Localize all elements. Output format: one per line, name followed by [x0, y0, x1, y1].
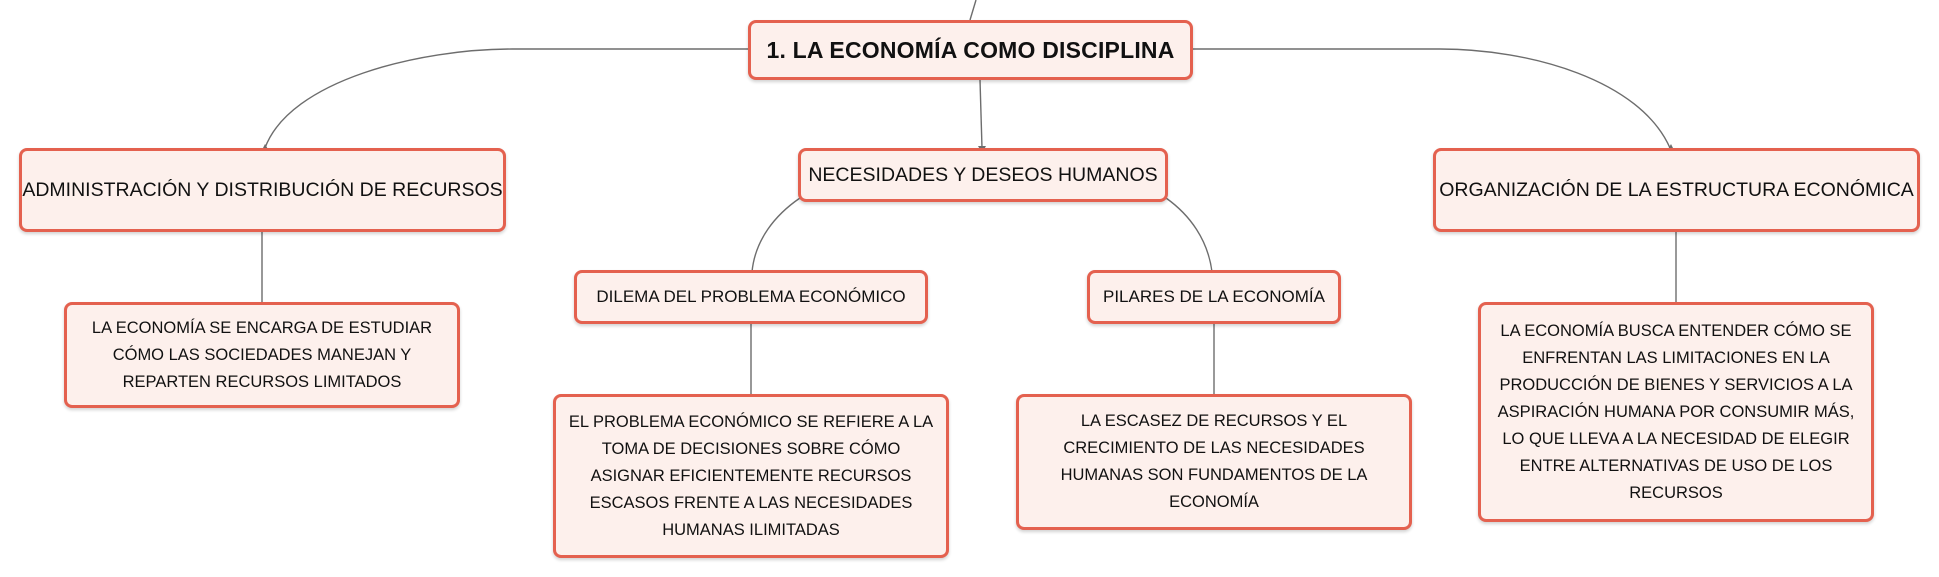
dilemma-label: DILEMA DEL PROBLEMA ECONÓMICO — [596, 287, 906, 306]
administration-label: ADMINISTRACIÓN Y DISTRIBUCIÓN DE RECURSO… — [22, 178, 503, 201]
connector-root-to-needs — [979, 79, 983, 149]
administration-detail-text: LA ECONOMÍA SE ENCARGA DE ESTUDIAR CÓMO … — [91, 318, 433, 391]
needs-node[interactable]: NECESIDADES Y DESEOS HUMANOS — [798, 148, 1168, 202]
root-label: 1. LA ECONOMÍA COMO DISCIPLINA — [766, 36, 1175, 63]
connector-root-to-administration — [264, 48, 748, 149]
dilemma-node[interactable]: DILEMA DEL PROBLEMA ECONÓMICO — [574, 270, 928, 324]
organization-node[interactable]: ORGANIZACIÓN DE LA ESTRUCTURA ECONÓMICA — [1433, 148, 1920, 232]
connector-needs-to-pillars — [1165, 197, 1213, 273]
pillars-node[interactable]: PILARES DE LA ECONOMÍA — [1087, 270, 1341, 324]
organization-label: ORGANIZACIÓN DE LA ESTRUCTURA ECONÓMICA — [1439, 178, 1914, 201]
administration-node[interactable]: ADMINISTRACIÓN Y DISTRIBUCIÓN DE RECURSO… — [19, 148, 506, 232]
connector-needs-to-dilemma — [751, 197, 801, 273]
organization-detail-text: LA ECONOMÍA BUSCA ENTENDER CÓMO SE ENFRE… — [1497, 321, 1855, 502]
root-node[interactable]: 1. LA ECONOMÍA COMO DISCIPLINA — [748, 20, 1193, 80]
connector-root-parent — [969, 0, 977, 21]
pillars-label: PILARES DE LA ECONOMÍA — [1102, 287, 1325, 306]
organization-detail-node[interactable]: LA ECONOMÍA BUSCA ENTENDER CÓMO SE ENFRE… — [1478, 302, 1874, 522]
pillars-detail-node[interactable]: LA ESCASEZ DE RECURSOS Y EL CRECIMIENTO … — [1016, 394, 1412, 530]
administration-detail-node[interactable]: LA ECONOMÍA SE ENCARGA DE ESTUDIAR CÓMO … — [64, 302, 460, 408]
pillars-detail-text: LA ESCASEZ DE RECURSOS Y EL CRECIMIENTO … — [1060, 412, 1368, 511]
dilemma-detail-node[interactable]: EL PROBLEMA ECONÓMICO SE REFIERE A LA TO… — [553, 394, 949, 558]
needs-label: NECESIDADES Y DESEOS HUMANOS — [808, 163, 1158, 186]
connector-root-to-organization — [1193, 48, 1671, 149]
dilemma-detail-text: EL PROBLEMA ECONÓMICO SE REFIERE A LA TO… — [568, 412, 934, 539]
